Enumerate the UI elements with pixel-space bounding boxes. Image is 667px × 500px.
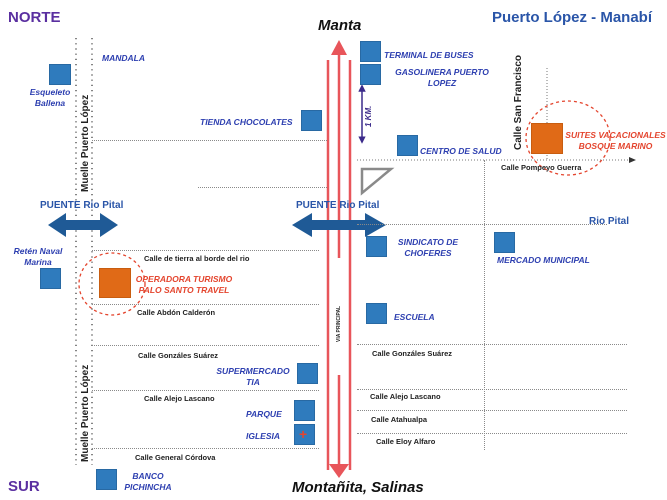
street-line [357, 410, 627, 411]
main-avenue-label: VIA PRINCIPAL [336, 305, 342, 342]
south-arrow-icon [329, 464, 349, 478]
street-label-alejo-left: Calle Alejo Lascano [144, 394, 215, 403]
street-label-eloy: Calle Eloy Alfaro [376, 437, 436, 446]
street-line [92, 140, 327, 141]
street-line [92, 390, 319, 391]
parque-label[interactable]: PARQUE [246, 409, 282, 419]
bridge-left-label: PUENTE Rio Pital [40, 200, 124, 211]
escuela-marker[interactable] [366, 303, 387, 324]
sindicato-label[interactable]: SINDICATO DE CHOFERES [397, 237, 459, 258]
esqueleto-ballena-marker[interactable] [49, 64, 71, 85]
street-label-alejo-right: Calle Alejo Lascano [370, 392, 441, 401]
street-line [357, 389, 627, 390]
suites-marker[interactable] [531, 123, 563, 154]
mercado-municipal-marker[interactable] [494, 232, 515, 253]
sindicato-marker[interactable] [366, 236, 387, 257]
centro-salud-marker[interactable] [397, 135, 418, 156]
main-avenue [326, 40, 352, 478]
iglesia-marker[interactable]: + [294, 424, 315, 445]
gasolinera-marker[interactable] [360, 64, 381, 85]
bridge-left-arrow-icon [48, 213, 118, 237]
suites-highlight-circle [525, 100, 611, 176]
terminal-buses-label[interactable]: TERMINAL DE BUSES [384, 50, 474, 60]
north-arrow-icon [331, 40, 347, 55]
street-line [198, 187, 327, 188]
mercado-municipal-label[interactable]: MERCADO MUNICIPAL [497, 255, 590, 265]
street-label-atahualpa: Calle Atahualpa [371, 415, 427, 424]
terminal-buses-marker[interactable] [360, 41, 381, 62]
centro-salud-label[interactable]: CENTRO DE SALUD [420, 146, 502, 156]
supermercado-marker[interactable] [297, 363, 318, 384]
triangle-landmark-icon [360, 167, 395, 196]
street-label-abdon: Calle Abdón Calderón [137, 308, 216, 317]
mandala-label[interactable]: MANDALA [102, 53, 145, 63]
destination-north: Manta [318, 17, 362, 34]
map-title: Puerto López - Manabí [492, 9, 653, 26]
escuela-label[interactable]: ESCUELA [394, 312, 435, 322]
street-label-cordova: Calle General Córdova [135, 453, 216, 462]
distance-marker-label: 1 KM. [364, 105, 373, 127]
street-label-pompeyo: Calle Pompeyo Guerra [501, 163, 582, 172]
suites-label[interactable]: SUITES VACACIONALES BOSQUE MARINO [565, 130, 666, 151]
operadora-marker[interactable] [99, 268, 131, 298]
cross-icon: + [299, 426, 308, 442]
river-line [357, 224, 607, 225]
street-line [92, 304, 319, 305]
iglesia-label[interactable]: IGLESIA [246, 431, 281, 441]
parque-marker[interactable] [294, 400, 315, 421]
banco-pichincha-label[interactable]: BANCO PICHINCHA [124, 471, 172, 492]
supermercado-label[interactable]: SUPERMERCADO TIA [216, 366, 290, 387]
street-label-gonzales-right: Calle Gonzáles Suárez [372, 349, 453, 358]
pompeyo-arrow-icon [629, 157, 636, 163]
south-label: SUR [8, 478, 40, 495]
bridge-center-arrow-icon [292, 213, 386, 237]
calle-san-francisco-label: Calle San Francisco [513, 54, 524, 150]
reten-naval-marker[interactable] [40, 268, 61, 289]
gasolinera-label[interactable]: GASOLINERA PUERTO LOPEZ [395, 67, 489, 88]
north-label: NORTE [8, 9, 61, 26]
pier-label-top: Muelle Puerto López [80, 94, 91, 192]
street-line [92, 250, 319, 251]
tienda-chocolates-marker[interactable] [301, 110, 322, 131]
street-line [357, 344, 627, 345]
river-label: Rio Pital [589, 216, 630, 227]
operadora-highlight-circle [78, 252, 146, 316]
street-label-tierra: Calle de tierra al borde del rio [144, 254, 250, 263]
reten-naval-label[interactable]: Retén Naval Marina [13, 246, 63, 267]
destination-south: Montañita, Salinas [292, 479, 424, 496]
tienda-chocolates-label[interactable]: TIENDA CHOCOLATES [200, 117, 293, 127]
banco-pichincha-marker[interactable] [96, 469, 117, 490]
pier-label-bottom: Muelle Puerto López [80, 364, 91, 462]
street-line [357, 433, 627, 434]
street-label-gonzales-left: Calle Gonzáles Suárez [138, 351, 219, 360]
bridge-center-label: PUENTE Rio Pital [296, 200, 380, 211]
street-line [92, 448, 319, 449]
esqueleto-ballena-label[interactable]: Esqueleto Ballena [29, 87, 71, 108]
street-line [92, 345, 319, 346]
operadora-label[interactable]: OPERADORA TURISMO PALO SANTO TRAVEL [135, 274, 233, 295]
street-line-vertical [484, 160, 485, 450]
